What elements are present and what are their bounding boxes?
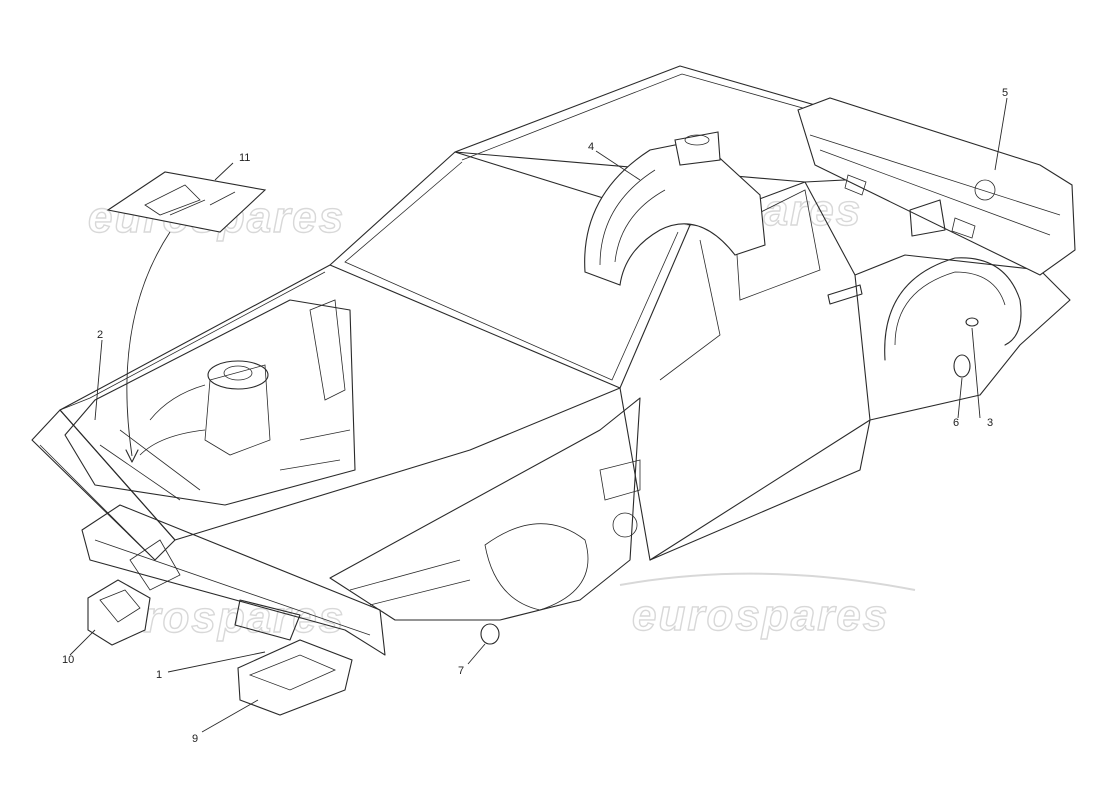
callout-11: 11 — [239, 152, 250, 164]
part-7-plug — [480, 623, 500, 645]
callout-10: 10 — [62, 654, 74, 666]
callout-5: 5 — [1002, 87, 1008, 99]
watermark-swoosh — [619, 572, 916, 591]
callout-9: 9 — [192, 733, 198, 745]
callout-1: 1 — [156, 669, 162, 681]
part-3-plug — [965, 317, 979, 327]
leader-lines — [69, 97, 1008, 733]
callout-4: 4 — [588, 141, 594, 153]
watermark-text-bottom-right: eurospares — [632, 591, 889, 640]
part-5-rear-panel — [797, 97, 1076, 276]
callout-2: 2 — [97, 329, 103, 341]
part-4-rear-wheelhouse — [584, 131, 766, 286]
front-chassis-rails — [81, 504, 386, 656]
engine-bay-inner — [64, 299, 356, 506]
part-9-bracket — [237, 639, 353, 716]
front-inner-wing — [329, 397, 641, 621]
callout-3: 3 — [987, 417, 993, 429]
callout-labels: 1 2 3 4 5 6 7 9 10 11 — [62, 87, 1008, 745]
watermark-group: eurospares eurospares eurospares eurospa… — [87, 185, 916, 643]
part-11-arrow — [126, 231, 171, 457]
callout-7: 7 — [458, 665, 464, 677]
part-11-arrowhead — [125, 449, 139, 463]
rear-wheel-arch — [884, 199, 1022, 361]
car-body-shell — [31, 65, 1071, 561]
part-11-insulation-pad — [106, 171, 267, 233]
part-6-plug — [953, 354, 971, 378]
callout-6: 6 — [953, 417, 959, 429]
part-10-bracket — [87, 579, 151, 646]
